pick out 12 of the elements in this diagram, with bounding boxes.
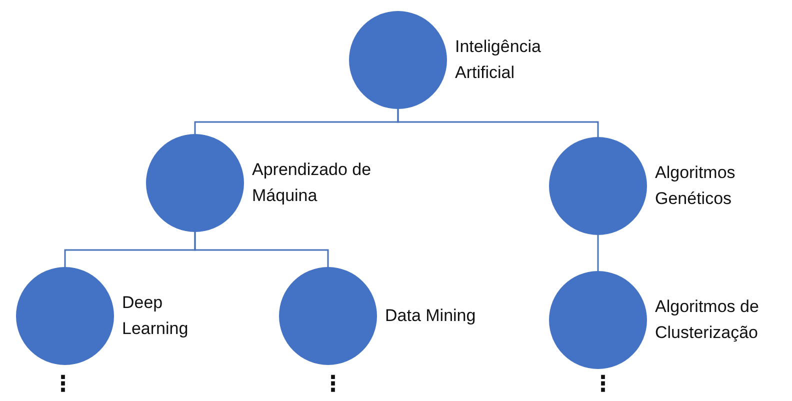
node-label: Deep Learning: [122, 292, 190, 340]
node-label: Algoritmos Genéticos: [655, 162, 736, 210]
node-label: Aprendizado de Máquina: [252, 159, 372, 207]
connector-line: [397, 109, 599, 137]
ellipsis-label: ⋮: [52, 372, 74, 396]
node-label: Inteligência Artificial: [455, 36, 542, 84]
connector-line: [597, 235, 599, 271]
node-label: Algoritmos de Clusterização: [655, 296, 760, 344]
ellipsis-label: ⋮: [592, 372, 614, 396]
connector-line: [194, 232, 329, 267]
ellipsis-label: ⋮: [322, 372, 344, 396]
node-label: Data Mining: [385, 305, 477, 327]
